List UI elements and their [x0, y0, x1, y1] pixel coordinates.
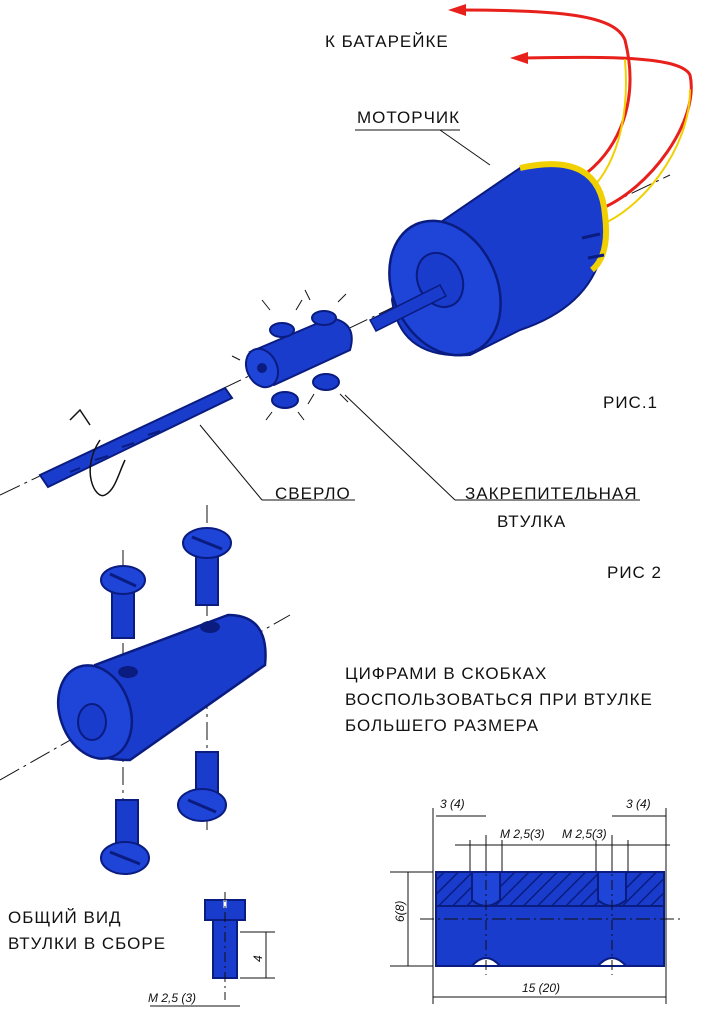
label-drill: СВЕРЛО [275, 484, 351, 503]
label-motor: МОТОРЧИК [357, 108, 461, 127]
drill-leader [199, 424, 263, 501]
bushing-leader [344, 394, 456, 501]
battery-wires [458, 8, 693, 226]
wire-arrow-2 [510, 52, 528, 64]
note-line2: ВОСПОЛЬЗОВАТЬСЯ ПРИ ВТУЛКЕ [345, 690, 653, 709]
dim-left-slot: 3 (4) [440, 797, 465, 811]
dim-screw-thread: M 2,5 (3) [148, 991, 196, 1005]
screw-bottom-right [177, 751, 227, 822]
dim-thread-left: M 2,5(3) [500, 827, 545, 841]
dim-screw-length: 4 [251, 955, 265, 962]
motor-leader [439, 129, 491, 166]
screw-top-right [182, 527, 232, 606]
label-bushing-line1: ЗАКРЕПИТЕЛЬНАЯ [465, 484, 638, 503]
fig2-axis-line [0, 614, 291, 781]
motor [368, 161, 610, 357]
label-general-line2: ВТУЛКИ В СБОРЕ [8, 934, 167, 953]
label-bushing-line2: ВТУЛКА [497, 512, 567, 531]
bushing-fig1 [231, 289, 353, 421]
screw-bottom-left [100, 799, 150, 875]
drill-bit [38, 386, 234, 497]
section-drawing [390, 808, 680, 1004]
label-battery: К БАТАРЕЙКЕ [325, 32, 449, 51]
screw-top-left [100, 565, 146, 639]
label-general-line1: ОБЩИЙ ВИД [8, 908, 122, 927]
wire-arrow-1 [448, 4, 466, 16]
bushing-fig2 [56, 613, 267, 762]
note-line3: БОЛЬШЕГО РАЗМЕРА [345, 716, 540, 735]
label-fig2: РИС 2 [607, 563, 663, 582]
label-fig1: РИС.1 [603, 393, 659, 412]
dim-length: 15 (20) [522, 981, 560, 995]
dim-thread-right: M 2,5(3) [562, 827, 607, 841]
dim-right-slot: 3 (4) [626, 797, 651, 811]
screw-dimension-drawing [150, 892, 275, 1007]
dim-height: 6(8) [393, 901, 407, 922]
note-line1: ЦИФРАМИ В СКОБКАХ [345, 664, 548, 683]
